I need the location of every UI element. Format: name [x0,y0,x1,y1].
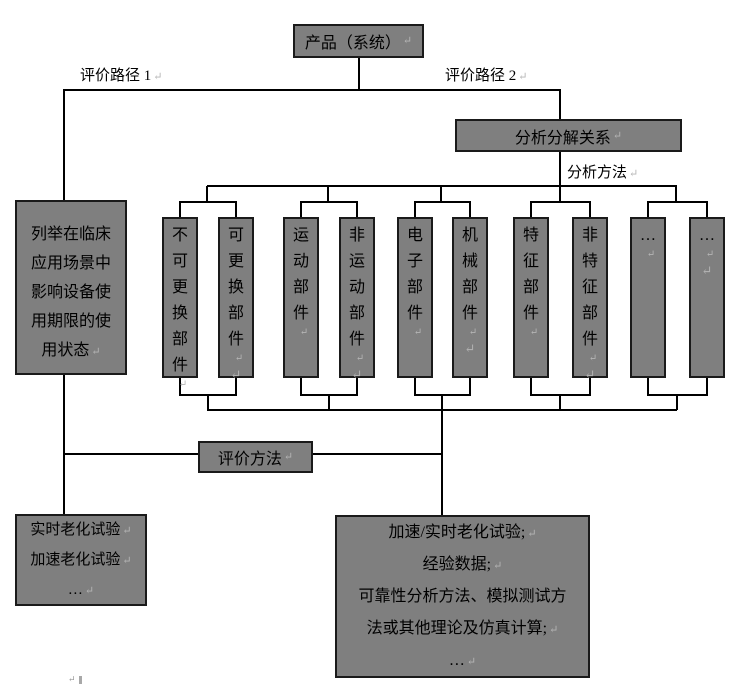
path2-label: 评价路径 2↵ [445,64,527,85]
cursor-tick [78,675,82,684]
evaluation-method-box: 评价方法 ↵ [198,441,313,473]
return-mark: ↵ [402,35,413,47]
approach-line: 可靠性分析方法、模拟测试方 [337,581,588,613]
component-box-ellipsis-2: … ↵ ↵ [689,217,725,378]
return-mark: ↵ [299,327,309,338]
path1-label: 评价路径 1↵ [80,64,162,85]
return-mark: ↵ [527,527,537,540]
approach-line: 法或其他理论及仿真计算;↵ [337,613,588,645]
decompose-relation-box: 分析分解关系 ↵ [455,119,682,152]
aging-line: 加速老化试验↵ [17,545,145,575]
component-box-characteristic: 特征部件 ↵ [513,217,549,378]
return-mark: ↵ [705,249,715,260]
return-mark: ↵ [68,674,76,684]
page-return-mark: ↵ [68,674,82,685]
component-label: … [640,227,656,244]
component-box-mechanical: 机械部件 ↵ ↵ [452,217,488,378]
component-box-non-characteristic: 非特征部件 ↵ ↵ [572,217,608,382]
clinical-line-text: 用状态 [41,342,90,359]
return-mark: ↵ [612,129,623,142]
approach-line-text: 法或其他理论及仿真计算; [366,619,548,637]
aging-line-text: 实时老化试验 [30,522,121,538]
return-mark: ↵ [464,341,476,356]
return-mark: ↵ [84,585,95,597]
return-mark: ↵ [466,655,477,668]
return-mark: ↵ [701,263,713,278]
aging-tests-box: 实时老化试验↵ 加速老化试验↵ …↵ [15,514,147,606]
return-mark: ↵ [355,353,365,364]
return-mark: ↵ [588,353,598,364]
return-mark: ↵ [529,327,539,338]
approach-line-text: 加速/实时老化试验; [388,523,526,541]
evaluation-method-label: 评价方法 [217,451,282,468]
return-mark: ↵ [122,555,132,567]
component-label: 不可更换部件 [171,227,188,374]
product-system-label: 产品（系统） [304,35,401,52]
aging-line-text: … [67,582,83,598]
component-box-replaceable: 可更换部件 ↵ ↵ [218,217,254,382]
component-box-non-replaceable: 不可更换部件 ↵ [162,217,198,390]
return-mark: ↵ [230,367,242,382]
aging-line: …↵ [17,575,145,605]
component-label: 非运动部件 [348,227,365,348]
component-label: 运动部件 [292,227,309,322]
return-mark: ↵ [646,249,656,260]
return-mark: ↵ [91,346,101,358]
component-label: … [699,227,715,244]
path1-text: 评价路径 1 [80,68,152,84]
return-mark: ↵ [178,379,188,390]
approach-line-text: 经验数据; [422,555,492,573]
component-label: 机械部件 [461,227,478,322]
component-label: 特征部件 [522,227,539,322]
approach-line: 加速/实时老化试验;↵ [337,517,588,549]
component-label: 可更换部件 [227,227,244,348]
component-box-ellipsis-1: … ↵ [630,217,666,378]
return-mark: ↵ [468,327,478,338]
return-mark: ↵ [153,71,163,83]
return-mark: ↵ [234,353,244,364]
return-mark: ↵ [584,367,596,382]
return-mark: ↵ [351,367,363,382]
approach-line-text: 可靠性分析方法、模拟测试方 [358,587,567,605]
component-label: 电子部件 [406,227,423,322]
clinical-line: 列举在临床 [30,226,111,243]
approach-line: 经验数据;↵ [337,549,588,581]
analysis-method-text: 分析方法 [567,165,628,181]
product-system-box: 产品（系统） ↵ [293,24,424,58]
return-mark: ↵ [629,168,639,180]
return-mark: ↵ [493,559,503,572]
return-mark: ↵ [122,525,132,537]
clinical-use-states-box: 列举在临床 应用场景中 影响设备使 用期限的使 用状态↵ [15,200,127,375]
path2-text: 评价路径 2 [445,68,517,84]
approach-line-text: … [448,651,465,669]
approach-line: …↵ [337,645,588,677]
clinical-line: 用期限的使 [30,313,111,330]
clinical-line: 影响设备使 [30,284,111,301]
return-mark: ↵ [518,71,528,83]
evaluation-approaches-box: 加速/实时老化试验;↵ 经验数据;↵ 可靠性分析方法、模拟测试方 法或其他理论及… [335,515,590,678]
analysis-method-label: 分析方法↵ [567,161,638,182]
component-box-moving: 运动部件 ↵ [283,217,319,378]
aging-line: 实时老化试验↵ [17,515,145,545]
return-mark: ↵ [283,451,294,463]
component-label: 非特征部件 [581,227,598,348]
clinical-line: 用状态↵ [17,336,125,365]
aging-line-text: 加速老化试验 [30,552,121,568]
clinical-line: 应用场景中 [30,255,111,272]
component-box-electronic: 电子部件 ↵ [397,217,433,378]
decompose-relation-label: 分析分解关系 [514,129,611,147]
return-mark: ↵ [549,623,559,636]
component-box-non-moving: 非运动部件 ↵ ↵ [339,217,375,382]
return-mark: ↵ [413,327,423,338]
